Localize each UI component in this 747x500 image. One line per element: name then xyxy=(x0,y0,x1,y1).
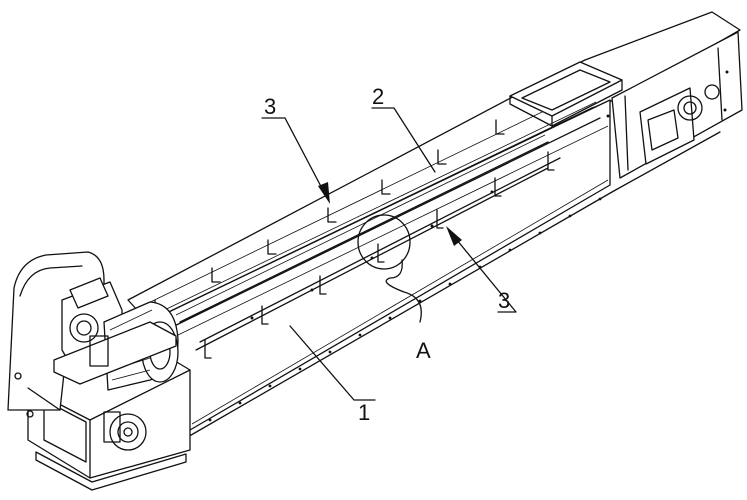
label-1: 1 xyxy=(358,400,370,425)
detail-a-marker xyxy=(357,214,422,323)
drive-motor-assembly xyxy=(53,277,179,391)
label-a: A xyxy=(416,338,431,363)
label-3-right: 3 xyxy=(498,288,510,313)
back-rail-brackets xyxy=(154,95,554,313)
tail-end-housing xyxy=(611,31,743,179)
inner-channel xyxy=(175,134,561,343)
label-3-left: 3 xyxy=(264,94,276,119)
leader-lines xyxy=(261,107,517,401)
trough-housing xyxy=(127,11,741,439)
label-2: 2 xyxy=(372,84,384,109)
front-rail-brackets xyxy=(195,114,610,359)
feed-inlet xyxy=(509,61,623,127)
